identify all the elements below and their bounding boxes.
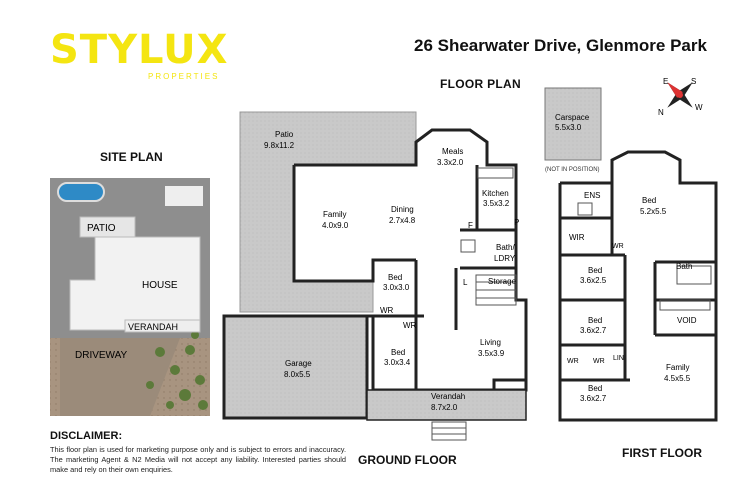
verandah-room	[366, 389, 527, 421]
family-dims: 4.0x9.0	[322, 221, 349, 230]
carspace-dims: 5.5x3.0	[555, 123, 582, 132]
lin-label: LIN	[613, 355, 624, 362]
dining-label: Dining	[391, 205, 414, 214]
site-patio-label: PATIO	[87, 223, 116, 234]
family-ff-dims: 4.5x5.5	[664, 374, 691, 383]
site-verandah-label: VERANDAH	[128, 322, 178, 332]
bed-main-dims: 5.2x5.5	[640, 207, 667, 216]
patio-label: Patio	[275, 130, 294, 139]
wr-b-label: WR	[593, 358, 605, 365]
wir-label: WIR	[569, 233, 585, 242]
garage-room	[222, 314, 369, 420]
compass-n: E	[663, 77, 668, 86]
site-house	[69, 236, 201, 331]
property-address: 26 Shearwater Drive, Glenmore Park	[414, 36, 707, 55]
bed-b-label: Bed	[588, 316, 602, 325]
bed-b-dims: 3.6x2.7	[580, 326, 607, 335]
verandah-dims: 8.7x2.0	[431, 403, 458, 412]
site-plan-title: SITE PLAN	[100, 150, 163, 164]
bed2-dims: 3.0x3.4	[384, 358, 411, 367]
kitchen-dims: 3.5x3.2	[483, 199, 510, 208]
ens-label: ENS	[584, 191, 600, 200]
site-driveway-label: DRIVEWAY	[75, 350, 128, 361]
storage-label: Storage	[488, 277, 517, 286]
bed-a-dims: 3.6x2.5	[580, 276, 607, 285]
disclaimer-title: DISCLAIMER:	[50, 430, 123, 442]
family-label: Family	[323, 210, 347, 219]
wr-label: WR	[612, 243, 624, 250]
wr2-label: WR	[403, 321, 417, 330]
floor-plan-title: FLOOR PLAN	[440, 77, 521, 91]
shed	[165, 186, 203, 206]
ground-floor-title: GROUND FLOOR	[358, 453, 457, 467]
patio-dims: 9.8x11.2	[264, 141, 295, 150]
bath-ldry-label-2: LDRY	[494, 254, 516, 263]
linen-label: L	[463, 278, 468, 287]
bath-label: Bath	[676, 262, 692, 271]
compass-icon: E S W N	[658, 77, 703, 117]
bed2-label: Bed	[391, 348, 405, 357]
verandah-label: Verandah	[431, 392, 465, 401]
meals-dims: 3.3x2.0	[437, 158, 464, 167]
brand-logo: STYLUX	[50, 27, 229, 73]
compass-e: N	[658, 108, 664, 117]
living-dims: 3.5x3.9	[478, 349, 505, 358]
bed1-dims: 3.0x3.0	[383, 283, 410, 292]
bed-main-label: Bed	[642, 196, 656, 205]
void-label: VOID	[677, 316, 697, 325]
brand-sub: PROPERTIES	[148, 72, 220, 81]
bed-a-label: Bed	[588, 266, 602, 275]
dining-dims: 2.7x4.8	[389, 216, 416, 225]
carspace-room	[544, 87, 602, 161]
kitchen-label: Kitchen	[482, 189, 509, 198]
bed1-label: Bed	[388, 273, 402, 282]
compass-s: S	[691, 77, 696, 86]
family-ff-label: Family	[666, 363, 690, 372]
living-label: Living	[480, 338, 501, 347]
site-house-label: HOUSE	[142, 280, 178, 291]
bath-ldry-label: Bath/	[496, 243, 515, 252]
compass-w: W	[695, 103, 703, 112]
wr-a-label: WR	[567, 358, 579, 365]
pantry-label: P	[514, 218, 519, 227]
site-verandah	[124, 319, 201, 333]
meals-label: Meals	[442, 147, 463, 156]
wr1-label: WR	[380, 306, 394, 315]
garage-label: Garage	[285, 359, 312, 368]
first-floor-title: FIRST FLOOR	[622, 446, 702, 460]
bed-c-label: Bed	[588, 384, 602, 393]
disclaimer-text: This floor plan is used for marketing pu…	[50, 445, 346, 474]
site-trees	[146, 331, 208, 410]
pool	[57, 182, 105, 202]
bed-c-dims: 3.6x2.7	[580, 394, 607, 403]
carspace-note: (NOT IN POSITION)	[545, 167, 600, 173]
carspace-label: Carspace	[555, 113, 590, 122]
fridge-label: F	[468, 221, 473, 230]
garage-dims: 8.0x5.5	[284, 370, 311, 379]
